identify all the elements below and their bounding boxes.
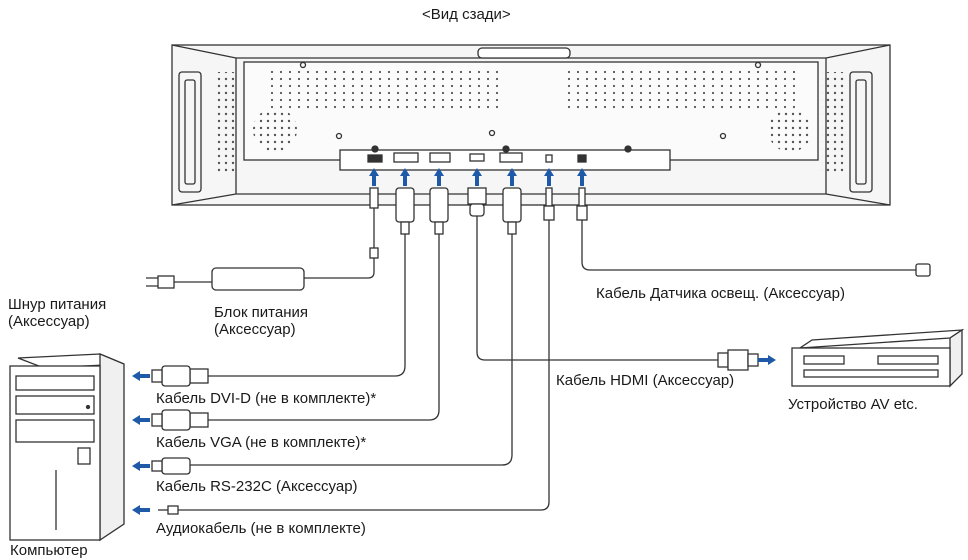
computer-label: Компьютер <box>10 542 88 559</box>
av-device-label: Устройство AV etc. <box>788 396 918 413</box>
dvi-cable-label: Кабель DVI-D (не в комплекте)* <box>156 390 377 407</box>
power-cable <box>300 187 379 279</box>
left-arrow-icon <box>132 371 150 381</box>
computer-tower-icon <box>9 353 125 542</box>
monitor-rear-panel <box>171 44 891 206</box>
left-arrow-icon <box>132 505 150 515</box>
diagram-title: <Вид сзади> <box>422 6 511 23</box>
audio-cable-label: Аудиокабель (не в комплекте) <box>156 520 366 537</box>
left-arrow-icon <box>132 461 150 471</box>
av-device-icon <box>791 328 965 388</box>
vga-connector-icon <box>151 187 449 431</box>
power-adapter-icon <box>146 267 305 291</box>
vga-cable-label: Кабель VGA (не в комплекте)* <box>156 434 367 451</box>
hdmi-cable-label: Кабель HDMI (Аксессуар) <box>556 372 735 389</box>
hdmi-connector-icon <box>467 187 759 371</box>
light-sensor-label: Кабель Датчика освещ. (Аксессуар) <box>596 285 845 302</box>
power-unit-sub-label: (Аксессуар) <box>214 321 296 338</box>
audio-jack-icon <box>158 187 555 515</box>
power-unit-label: Блок питания <box>214 304 308 321</box>
rs232-cable-label: Кабель RS-232C (Аксессуар) <box>156 478 358 495</box>
light-sensor-cable <box>576 187 931 277</box>
rs232-connector-icon <box>151 187 522 475</box>
power-cord-sub-label: (Аксессуар) <box>8 313 90 330</box>
left-arrow-icon <box>132 415 150 425</box>
right-arrow-icon <box>758 355 776 365</box>
dvi-connector-icon <box>151 187 415 387</box>
power-cord-label: Шнур питания <box>8 296 107 313</box>
up-arrow-icon <box>369 168 587 186</box>
